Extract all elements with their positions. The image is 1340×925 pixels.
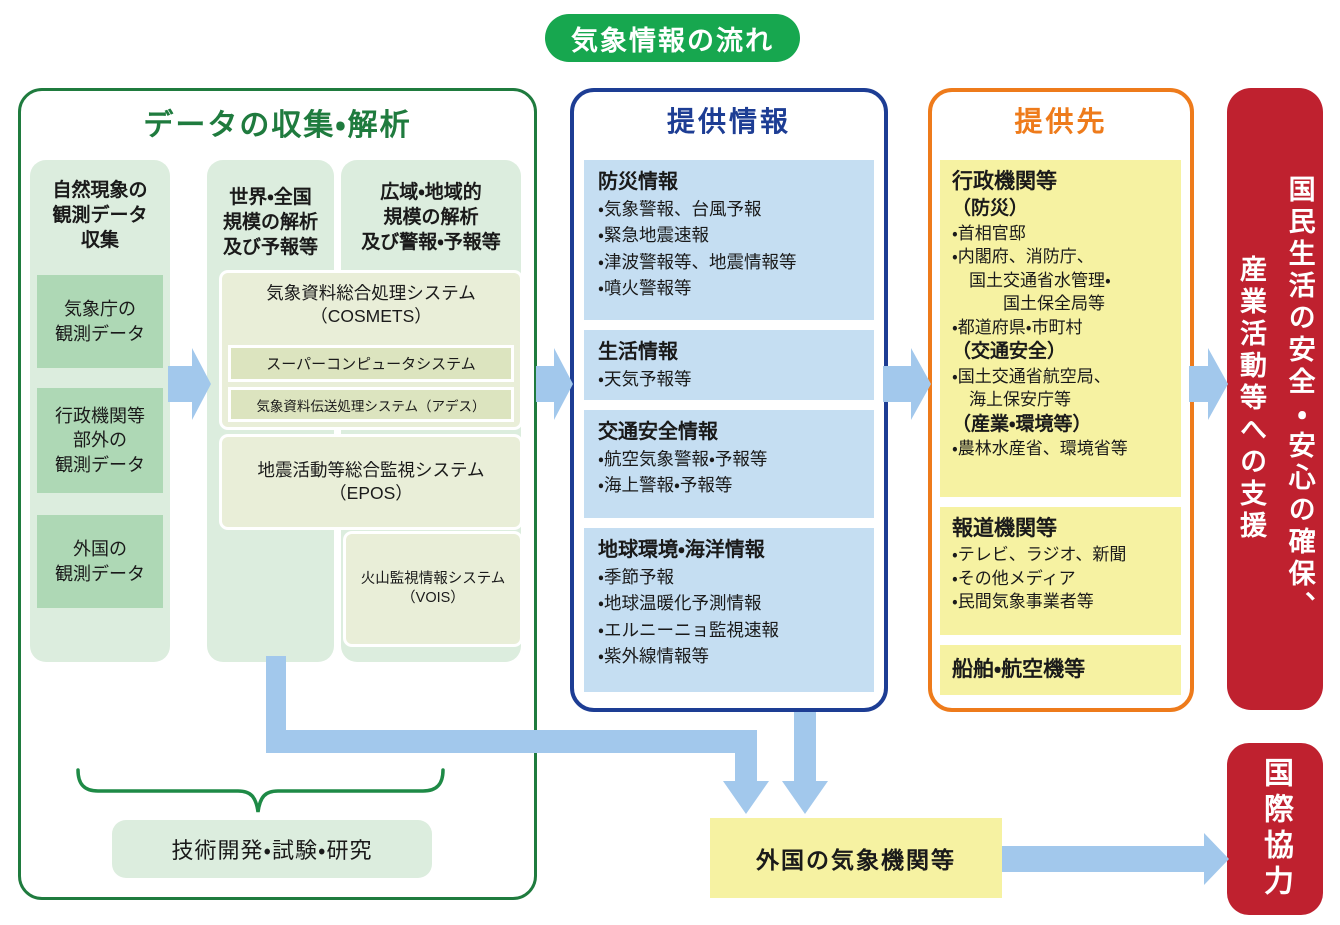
box-research-development: 技術開発・試験・研究: [112, 820, 432, 878]
list-item: ・噴火警報等: [598, 277, 692, 298]
item-list: ・首相官邸・内閣府、消防庁、 国土交通省水管理・ 国土保全局等・都道府県・市町村: [952, 222, 1169, 339]
box-title: 生活情報: [598, 341, 678, 363]
intl-coop-text: 国際協力: [1259, 757, 1292, 901]
list-item: ・エルニーニョ監視速報: [598, 619, 779, 640]
list-item: ・農林水産省、環境省等: [952, 439, 1128, 459]
box-adess-system: 気象資料伝送処理システム（アデス）: [231, 390, 511, 419]
list-item: ・紫外線情報等: [598, 645, 709, 666]
box-jma-observation-data: 気象庁の 観測データ: [37, 275, 163, 368]
arrow-shaft-foreign-to-intl: [1002, 846, 1205, 872]
section-recipients-heading: 提供先: [1014, 106, 1108, 137]
box-traffic-safety-info: 交通安全情報 ・航空気象警報・予報等・海上警報・予報等: [584, 410, 874, 518]
box-public-safety-support: 国民生活の安全・安心の確保、 産業活動等への支援: [1227, 88, 1323, 710]
box-external-observation-data: 行政機関等 部外の 観測データ: [37, 388, 163, 493]
list-item: ・津波警報等、地震情報等: [598, 251, 797, 272]
list-item: ・都道府県・市町村: [952, 317, 1083, 337]
box-title: 船舶・航空機等: [952, 657, 1086, 681]
box-title: 報道機関等: [952, 517, 1057, 540]
panel-global-analysis-header: 世界・全国 規模の解析 及び予報等: [222, 187, 318, 259]
group-label-industry: （産業・環境等）: [952, 413, 1092, 435]
list-item: ・海上警報・予報等: [598, 475, 733, 496]
list-item: ・気象警報、台風予報: [598, 199, 762, 219]
list-item: ・内閣府、消防庁、 国土交通省水管理・ 国土保全局等: [952, 247, 1111, 314]
group-label-traffic: （交通安全）: [952, 341, 1067, 363]
arrow-recipients-to-outcome: [1189, 348, 1228, 420]
arrow-head-to-foreign-2: [782, 781, 828, 814]
box-epos-system: 地震活動等総合監視システム （EPOS）: [222, 437, 520, 527]
arrow-info-to-recipients: [883, 348, 931, 420]
box-supercomputer-system: スーパーコンピュータシステム: [231, 348, 511, 379]
box-title: 行政機関等: [952, 170, 1057, 193]
arrow-head-to-foreign-1: [723, 781, 769, 814]
box-foreign-meteorological-organizations: 外国の気象機関等: [710, 818, 1002, 898]
item-list: ・季節予報・地球温暖化予測情報・エルニーニョ監視速報・紫外線情報等: [598, 564, 860, 669]
list-item: ・その他メディア: [952, 568, 1076, 588]
list-item: ・航空気象警報・予報等: [598, 449, 768, 469]
item-list: ・テレビ、ラジオ、新聞・その他メディア・民間気象事業者等: [952, 543, 1169, 613]
title-badge: 気象情報の流れ: [545, 14, 800, 62]
item-list: ・航空気象警報・予報等・海上警報・予報等: [598, 446, 860, 499]
box-title: 地球環境・海洋情報: [598, 539, 765, 561]
box-media-organizations: 報道機関等 ・テレビ、ラジオ、新聞・その他メディア・民間気象事業者等: [940, 507, 1181, 635]
box-title: 防災情報: [598, 171, 678, 193]
box-global-environment-marine-info: 地球環境・海洋情報 ・季節予報・地球温暖化予測情報・エルニーニョ監視速報・紫外線…: [584, 528, 874, 692]
box-daily-life-info: 生活情報 ・天気予報等: [584, 330, 874, 400]
arrow-head-foreign-to-intl: [1204, 833, 1229, 885]
item-list: ・農林水産省、環境省等: [952, 437, 1169, 460]
item-list: ・気象警報、台風予報・緊急地震速報・津波警報等、地震情報等・噴火警報等: [598, 196, 860, 301]
box-foreign-observation-data: 外国の 観測データ: [37, 515, 163, 608]
list-item: ・首相官邸: [952, 223, 1026, 243]
section-provided-info-heading: 提供情報: [666, 106, 791, 137]
list-item: ・天気予報等: [598, 369, 692, 389]
arrow-shaft-to-foreign-1: [735, 753, 757, 783]
list-item: ・テレビ、ラジオ、新聞: [952, 545, 1127, 565]
arrow-collection-to-info: [536, 348, 573, 420]
list-item: ・民間気象事業者等: [952, 592, 1094, 612]
list-item: ・国土交通省航空局、 海上保安庁等: [952, 366, 1111, 410]
list-item: ・季節予報: [598, 567, 674, 587]
box-ships-aircraft: 船舶・航空機等: [940, 645, 1181, 695]
item-list: ・天気予報等: [598, 366, 860, 392]
list-item: ・緊急地震速報: [598, 225, 709, 246]
box-disaster-prevention-info: 防災情報 ・気象警報、台風予報・緊急地震速報・津波警報等、地震情報等・噴火警報等: [584, 160, 874, 320]
box-government-agencies: 行政機関等 （防災） ・首相官邸・内閣府、消防庁、 国土交通省水管理・ 国土保全…: [940, 160, 1181, 497]
panel-regional-analysis-header: 広域・地域的 規模の解析 及び警報・予報等: [361, 182, 501, 254]
panel-observation-header: 自然現象の 観測データ 収集: [52, 180, 148, 252]
arrow-shaft-to-foreign-2: [794, 712, 816, 783]
group-label-disaster: （防災）: [952, 198, 1029, 220]
section-data-collection-heading: データの収集・解析: [143, 109, 412, 142]
box-title: 交通安全情報: [598, 421, 718, 443]
box-international-cooperation: 国際協力: [1227, 743, 1323, 915]
list-item: ・地球温暖化予測情報: [598, 593, 762, 614]
box-vois-system: 火山監視情報システム （VOIS）: [346, 534, 520, 644]
outcome-text: 国民生活の安全・安心の確保、 産業活動等への支援: [1236, 175, 1315, 623]
cosmets-title: 気象資料総合処理システム （COSMETS）: [266, 283, 476, 326]
item-list: ・国土交通省航空局、 海上保安庁等: [952, 365, 1169, 412]
